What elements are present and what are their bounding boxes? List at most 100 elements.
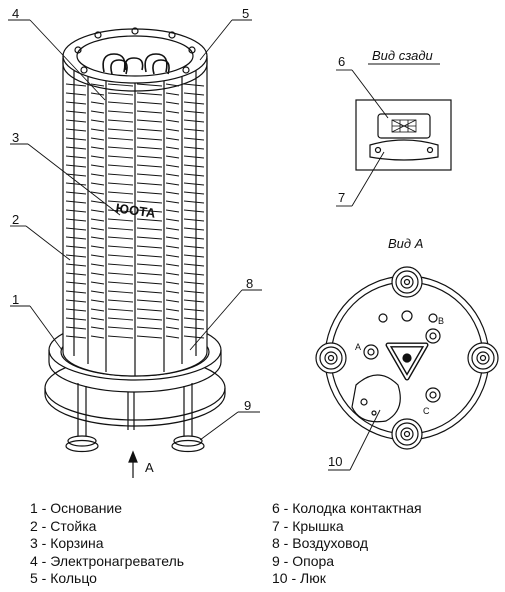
basket-slot — [136, 83, 163, 87]
basket-slot — [65, 191, 87, 195]
basket-slot — [65, 326, 87, 330]
basket-slot — [165, 182, 180, 186]
legend-item: 4 - Электронагреватель — [30, 552, 185, 569]
basket-slot — [65, 209, 87, 213]
basket-slot — [107, 299, 134, 303]
basket-slot — [136, 146, 163, 150]
basket-slot — [136, 290, 163, 294]
contact-block — [377, 113, 431, 139]
view-a-label: Вид А — [388, 236, 423, 251]
basket-slot — [165, 299, 180, 303]
basket-slot — [165, 146, 180, 150]
basket-slot — [165, 290, 180, 294]
basket-slot — [183, 245, 205, 249]
basket-slot — [136, 299, 163, 303]
view-a-port-c: C — [423, 406, 430, 416]
view-a-port-a: A — [355, 342, 361, 352]
view-a-port-b: B — [438, 316, 444, 326]
basket-slot — [90, 281, 105, 285]
basket-brand: ЮОТА — [115, 200, 157, 221]
basket-slot — [65, 335, 87, 339]
legend-item: 2 - Стойка — [30, 517, 97, 534]
basket-slot — [107, 272, 134, 276]
basket-slot — [65, 92, 87, 96]
basket-slot — [136, 137, 163, 141]
basket-slot — [165, 227, 180, 231]
basket-slot — [90, 326, 105, 330]
basket-slot — [107, 155, 134, 159]
basket-slot — [107, 218, 134, 222]
view-a-arrow-label: А — [145, 460, 154, 475]
basket-slot — [165, 128, 180, 132]
basket-slot — [183, 317, 205, 321]
callout-5: 5 — [242, 6, 249, 21]
basket-slots — [65, 83, 205, 339]
basket-slot — [107, 101, 134, 105]
heater-basket — [62, 58, 208, 377]
view-a-leaders — [328, 409, 381, 471]
basket-slot — [107, 110, 134, 114]
basket-slot — [90, 83, 105, 87]
view-a-terminal-block — [385, 342, 429, 381]
basket-slot — [107, 227, 134, 231]
basket-slot — [107, 83, 134, 87]
basket-slot — [107, 308, 134, 312]
basket-slot — [183, 164, 205, 168]
basket-slot — [183, 110, 205, 114]
basket-slot — [65, 299, 87, 303]
basket-slot — [90, 191, 105, 195]
view-a-foot — [391, 418, 423, 450]
basket-slot — [165, 245, 180, 249]
rear-view — [355, 99, 452, 171]
basket-slot — [165, 209, 180, 213]
basket-slot — [107, 317, 134, 321]
basket-slot — [90, 272, 105, 276]
view-a-hatch — [351, 374, 401, 423]
basket-slot — [183, 173, 205, 177]
view-a-foot — [391, 266, 423, 298]
rear-cover — [369, 139, 439, 161]
callout-6: 6 — [338, 54, 345, 69]
basket-slot — [107, 119, 134, 123]
technical-drawing: ЮОТА А 4 5 3 2 1 8 9 Вид сзади — [8, 6, 499, 478]
basket-slot — [183, 290, 205, 294]
basket-slot — [165, 263, 180, 267]
basket-slot — [65, 254, 87, 258]
basket-slot — [65, 218, 87, 222]
basket-slot — [183, 236, 205, 240]
basket-slot — [90, 92, 105, 96]
basket-slot — [165, 218, 180, 222]
basket-slot — [136, 263, 163, 267]
basket-slot — [65, 200, 87, 204]
basket-slot — [136, 128, 163, 132]
basket-slot — [90, 200, 105, 204]
basket-slot — [136, 326, 163, 330]
basket-slot — [90, 245, 105, 249]
basket-slot — [107, 290, 134, 294]
view-a-ports — [363, 310, 441, 403]
basket-slot — [183, 209, 205, 213]
basket-slot — [90, 263, 105, 267]
basket-slot — [90, 209, 105, 213]
basket-slot — [165, 254, 180, 258]
basket-slot — [165, 101, 180, 105]
basket-slot — [107, 245, 134, 249]
callout-9: 9 — [244, 398, 251, 413]
basket-slot — [90, 155, 105, 159]
callout-2: 2 — [12, 212, 19, 227]
basket-slot — [136, 281, 163, 285]
basket-slot — [90, 173, 105, 177]
basket-slot — [90, 290, 105, 294]
callout-7: 7 — [338, 190, 345, 205]
basket-slot — [65, 119, 87, 123]
basket-slot — [107, 164, 134, 168]
view-a — [315, 266, 499, 450]
legend-item: 6 - Колодка контактная — [272, 500, 422, 516]
basket-slot — [107, 209, 134, 213]
basket-slot — [165, 191, 180, 195]
rear-view-label: Вид сзади — [372, 48, 433, 63]
basket-slot — [136, 182, 163, 186]
ring-bolts — [74, 27, 196, 74]
basket-slot — [183, 128, 205, 132]
basket-slot — [65, 83, 87, 87]
